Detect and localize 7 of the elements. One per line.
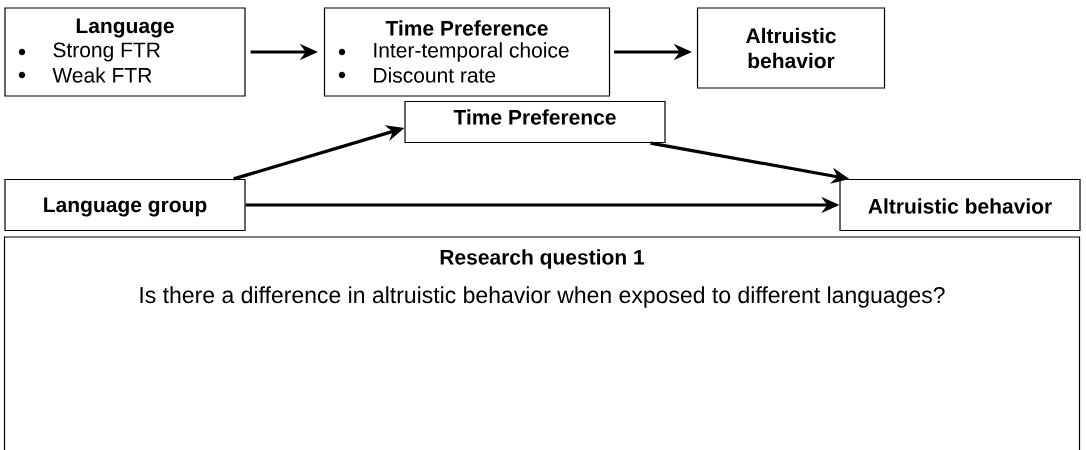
process-box: Altruistic behavior bbox=[839, 178, 1081, 232]
process-box: Altruistic behavior bbox=[696, 7, 886, 89]
process-box: Time Preference bbox=[404, 100, 666, 144]
process-box: Language Strong FTR Weak FTR bbox=[4, 7, 246, 97]
process-box: Language group bbox=[4, 178, 246, 232]
question-box: Research question 1 Is there a difference in altruistic behavior when exposed to different languages? bbox=[3, 236, 1081, 450]
process-box: Time Preference Inter-temporal choice Discount rate bbox=[323, 7, 611, 97]
